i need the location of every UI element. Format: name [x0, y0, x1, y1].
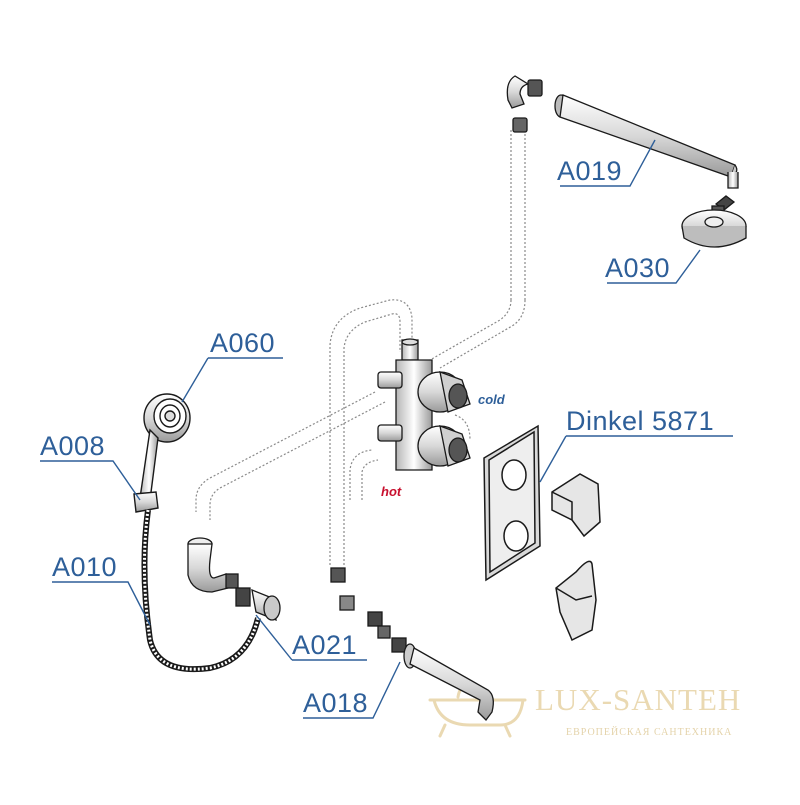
watermark-logo-text: LUX-SANTEH: [535, 682, 742, 717]
hidden-pipes: [195, 130, 526, 565]
cold-label: cold: [478, 392, 505, 407]
hand-shower-holder: [133, 491, 159, 513]
label-a008: A008: [40, 431, 106, 461]
bath-spout: [330, 567, 494, 721]
wall-elbow: [187, 537, 239, 593]
label-a060: A060: [210, 328, 276, 358]
wall-connection-outlet: [235, 587, 281, 622]
leader-lines: [40, 139, 733, 719]
shower-arm: [554, 94, 739, 211]
dinkel-trim-plate: [483, 424, 541, 582]
watermark-tagline: ЕВРОПЕЙСКАЯ САНТЕХНИКА: [566, 727, 733, 738]
top-elbow-fitting: [506, 75, 543, 133]
label-a018: A018: [303, 688, 369, 718]
label-a030: A030: [605, 253, 671, 283]
shower-hose: [141, 509, 261, 673]
hand-shower: [139, 393, 191, 501]
trim-handles: [551, 473, 601, 642]
concealed-valve-body: [377, 338, 471, 471]
label-a010: A010: [52, 552, 118, 582]
rain-shower-head: [681, 205, 747, 248]
label-a021: A021: [292, 630, 358, 660]
label-dinkel-5871: Dinkel 5871: [566, 406, 715, 436]
label-a019: A019: [557, 156, 623, 186]
hot-label: hot: [381, 484, 402, 499]
